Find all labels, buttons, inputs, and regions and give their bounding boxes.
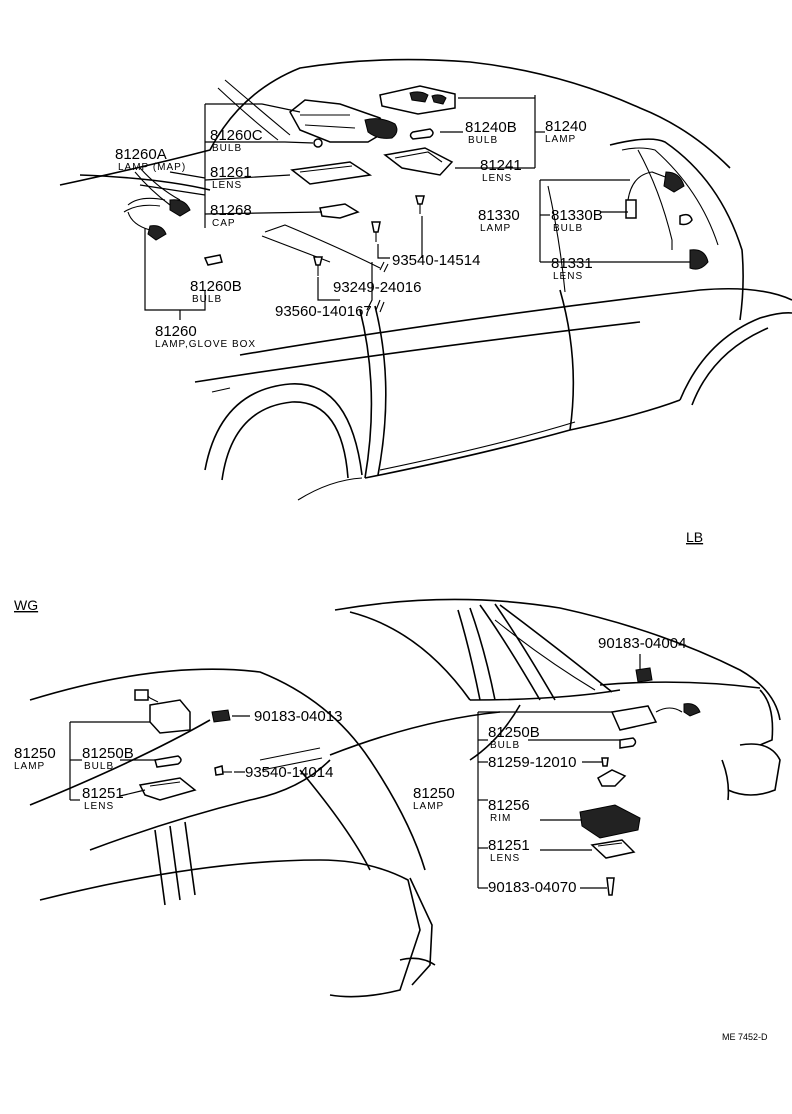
document-code: ME 7452-D xyxy=(722,1032,768,1042)
label-81260A-number: 81260A xyxy=(115,146,167,163)
label-81260-name: LAMP,GLOVE BOX xyxy=(155,339,256,350)
label-81241-name: LENS xyxy=(482,173,512,184)
section-label-lb: LB xyxy=(686,529,703,545)
lb-labels: 90183-04004 81250 LAMP 81250B BULB 81259… xyxy=(413,635,686,896)
lb-label-81250-number: 81250 xyxy=(413,785,455,802)
lb-label-81250B-number: 81250B xyxy=(488,724,540,741)
label-93249-24016: 93249-24016 xyxy=(333,279,421,296)
wg-car-body xyxy=(29,668,436,998)
label-81260C-number: 81260C xyxy=(210,127,263,144)
wg-label-90183-04013: 90183-04013 xyxy=(254,708,342,725)
lb-label-81259-12010: 81259-12010 xyxy=(488,754,576,771)
wg-labels: 81250 LAMP 81250B BULB 81251 LENS 90183-… xyxy=(14,708,342,812)
label-81261-number: 81261 xyxy=(210,164,252,181)
label-81240-number: 81240 xyxy=(545,118,587,135)
label-81241-number: 81241 xyxy=(480,157,522,174)
wg-leader-lines xyxy=(69,715,250,801)
top-parts-shapes xyxy=(123,85,709,276)
label-81260B-number: 81260B xyxy=(190,278,242,295)
section-label-wg: WG xyxy=(14,597,38,613)
label-81330-number: 81330 xyxy=(478,207,520,224)
wg-label-93540-14014: 93540-14014 xyxy=(245,764,333,781)
wg-label-81251-name: LENS xyxy=(84,801,114,812)
lb-label-90183-04004: 90183-04004 xyxy=(598,635,686,652)
label-81330B-number: 81330B xyxy=(551,207,603,224)
label-81268-name: CAP xyxy=(212,218,236,229)
lb-label-81250-name: LAMP xyxy=(413,801,444,812)
label-81260B-name: BULB xyxy=(192,294,222,305)
label-81240B-name: BULB xyxy=(468,135,498,146)
lb-label-81250B-name: BULB xyxy=(490,740,520,751)
lb-parts-shapes xyxy=(579,667,701,896)
lb-label-90183-04070: 90183-04070 xyxy=(488,879,576,896)
label-81331-number: 81331 xyxy=(551,255,593,272)
label-81260A-name: LAMP (MAP) xyxy=(118,162,186,173)
lb-label-81256-number: 81256 xyxy=(488,797,530,814)
lb-car-body xyxy=(329,598,781,801)
label-81330B-name: BULB xyxy=(553,223,583,234)
label-81240B-number: 81240B xyxy=(465,119,517,136)
lb-label-81251-name: LENS xyxy=(490,853,520,864)
wg-label-81250B-name: BULB xyxy=(84,761,114,772)
lb-label-81256-name: RIM xyxy=(490,813,511,824)
top-labels: 81260A LAMP (MAP) 81260C BULB 81261 LENS… xyxy=(115,118,603,350)
wg-parts-shapes xyxy=(134,689,232,801)
wg-label-81251-number: 81251 xyxy=(82,785,124,802)
lb-leader-lines xyxy=(477,654,641,889)
lb-label-81251-number: 81251 xyxy=(488,837,530,854)
wg-label-81250-name: LAMP xyxy=(14,761,45,772)
label-93540-14514: 93540-14514 xyxy=(392,252,480,269)
top-car-body xyxy=(59,58,792,501)
label-81240-name: LAMP xyxy=(545,134,576,145)
top-leader-lines xyxy=(139,95,690,320)
wg-label-81250B-number: 81250B xyxy=(82,745,134,762)
label-81261-name: LENS xyxy=(212,180,242,191)
label-81331-name: LENS xyxy=(553,271,583,282)
wg-label-81250-number: 81250 xyxy=(14,745,56,762)
label-81330-name: LAMP xyxy=(480,223,511,234)
label-81260-number: 81260 xyxy=(155,323,197,340)
label-93560-140167: 93560-140167 xyxy=(275,303,372,320)
label-81260C-name: BULB xyxy=(212,143,242,154)
label-81268-number: 81268 xyxy=(210,202,252,219)
